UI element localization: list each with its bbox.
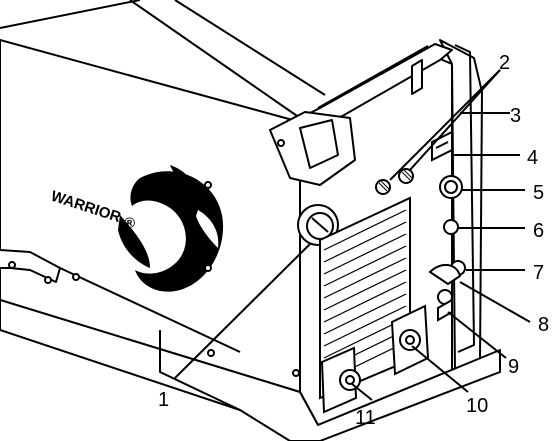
phoenix-emblem-icon — [118, 165, 224, 292]
callout-8: 8 — [538, 314, 549, 336]
front-panel — [297, 130, 466, 414]
output-socket-minus[interactable] — [320, 346, 361, 414]
callout-11: 11 — [355, 407, 376, 429]
rivets — [8, 139, 300, 377]
callout-3: 3 — [510, 105, 521, 127]
callout-2: 2 — [499, 52, 510, 74]
callout-labels: 1 2 3 4 5 6 7 8 9 10 11 — [158, 52, 549, 429]
knob-large[interactable] — [439, 175, 463, 199]
knob-medium[interactable] — [443, 219, 459, 235]
machine-body — [0, 0, 501, 441]
callout-7: 7 — [533, 262, 544, 284]
callout-5: 5 — [533, 182, 544, 204]
control-connector[interactable] — [428, 260, 466, 286]
callout-1: 1 — [158, 389, 169, 411]
knob-small-left[interactable] — [375, 179, 391, 195]
knob-small-right[interactable] — [398, 168, 414, 184]
callout-9: 9 — [508, 356, 519, 378]
callout-4: 4 — [527, 147, 538, 169]
main-switch[interactable] — [297, 204, 339, 246]
gas-connector[interactable] — [437, 289, 453, 322]
callout-leaders — [174, 69, 531, 401]
output-socket-plus[interactable] — [390, 304, 430, 376]
mode-switch[interactable] — [431, 130, 453, 162]
callout-6: 6 — [533, 220, 544, 242]
callout-10: 10 — [466, 395, 488, 417]
brand-mark: ® — [124, 215, 135, 232]
